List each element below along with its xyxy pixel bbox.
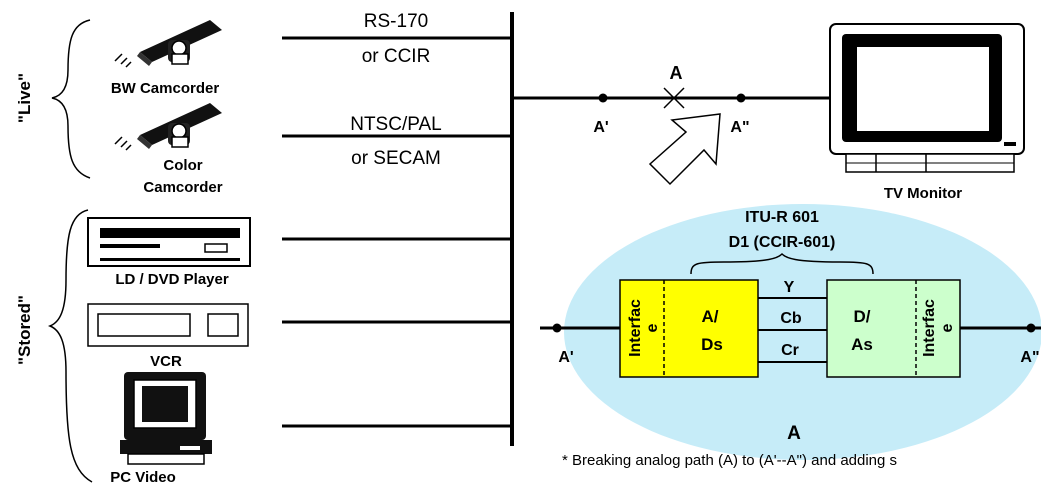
node-a-prime-dot <box>598 93 608 103</box>
ntsc-label: NTSC/PAL <box>350 114 442 135</box>
ad-converter-block <box>619 279 759 378</box>
d1-ccir601-label: D1 (CCIR-601) <box>729 234 836 251</box>
cr-signal-label: Cr <box>781 342 799 359</box>
pc-monitor-icon <box>120 372 212 465</box>
live-brace <box>51 19 91 179</box>
left-interface-label: Interfac <box>627 299 644 357</box>
stored-group-label: "Stored" <box>15 295 34 365</box>
right-interface-label-e: e <box>939 323 956 332</box>
vcr-label: VCR <box>150 353 182 370</box>
secam-label: or SECAM <box>351 148 441 169</box>
color-camcorder-label-1: Color <box>163 157 202 174</box>
digital-node-right-label: A" <box>1020 349 1039 366</box>
insert-arrow-icon <box>648 113 721 186</box>
bw-camcorder-icon <box>114 20 222 68</box>
ccir-label: or CCIR <box>362 46 431 67</box>
node-a-double-dot <box>736 93 746 103</box>
da-label-2: As <box>851 335 873 354</box>
digital-node-right-dot <box>1026 323 1036 333</box>
color-camcorder-icon <box>114 103 222 151</box>
break-label: A <box>670 63 683 83</box>
dvd-player-label: LD / DVD Player <box>115 271 229 288</box>
rs170-label: RS-170 <box>364 11 428 32</box>
cb-signal-label: Cb <box>780 310 802 327</box>
dvd-player-icon <box>87 217 251 267</box>
y-signal-label: Y <box>784 279 795 296</box>
stored-brace <box>47 209 93 483</box>
node-a-double-label: A" <box>730 119 749 136</box>
digital-region-label: A <box>787 423 801 444</box>
footnote-text: * Breaking analog path (A) to (A'--A") a… <box>562 452 897 469</box>
bw-camcorder-label: BW Camcorder <box>111 80 220 97</box>
digital-region-bubble <box>564 204 1041 460</box>
right-interface-label: Interfac <box>921 299 938 357</box>
ad-label-2: Ds <box>701 335 723 354</box>
live-group-label: "Live" <box>15 73 34 123</box>
da-label-1: D/ <box>854 307 871 326</box>
itu-r601-label: ITU-R 601 <box>745 209 819 226</box>
color-camcorder-label-2: Camcorder <box>143 179 222 196</box>
vcr-icon <box>87 303 249 347</box>
pc-video-label: PC Video <box>110 469 176 486</box>
tv-monitor-label: TV Monitor <box>884 185 962 202</box>
break-cross-icon <box>663 87 685 109</box>
digital-node-left-label: A' <box>558 349 573 366</box>
ad-label-1: A/ <box>702 307 719 326</box>
tv-monitor-icon <box>829 23 1025 173</box>
da-converter-block <box>826 279 961 378</box>
digital-node-left-dot <box>552 323 562 333</box>
node-a-prime-label: A' <box>593 119 608 136</box>
standard-brace <box>690 252 874 275</box>
left-interface-label-e: e <box>644 323 661 332</box>
